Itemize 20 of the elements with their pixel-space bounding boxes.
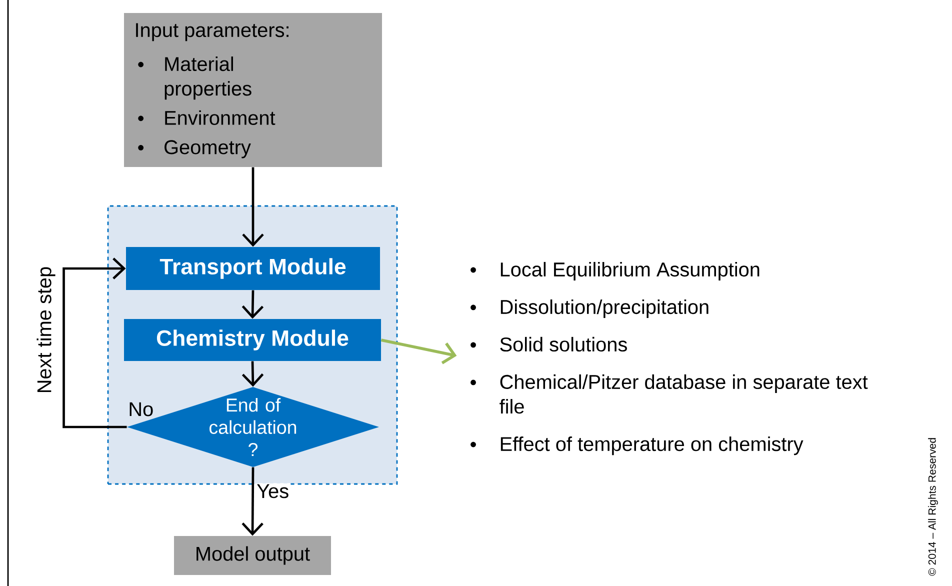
node-label: Chemical/Pitzer database in separate text file: [500, 374, 868, 414]
copyright-note: © 2014 – All Rights Reserved: [928, 438, 938, 576]
arrow: [380, 338, 457, 364]
process-box: Transport Module: [126, 247, 380, 290]
edge-label: No: [127, 401, 155, 418]
node-label: Dissolution/precipitation: [500, 299, 708, 318]
process-box: Chemistry Module: [124, 319, 381, 361]
node-label: Local Equilibrium Assumption: [500, 262, 760, 281]
arrow: [242, 361, 264, 387]
arrow: [62, 258, 127, 428]
side-label: Next time step: [36, 265, 56, 395]
arrow: [242, 290, 264, 319]
edge-label: Yes: [255, 483, 290, 500]
node-label: Effect of temperature on chemistry: [500, 436, 804, 456]
arrow: [242, 467, 264, 536]
arrow: [242, 167, 264, 247]
output-box: Model output: [174, 536, 331, 575]
bullet-list: Local Equilibrium Assumption Dissolution/precipitation Solid solutions Chemical/Pitzer database in separate text file Effect of temperature on chemistry: [470, 262, 868, 456]
input-box: Input parameters: Material properties Environment Geometry: [124, 13, 382, 167]
node-label: Solid solutions: [500, 336, 627, 352]
